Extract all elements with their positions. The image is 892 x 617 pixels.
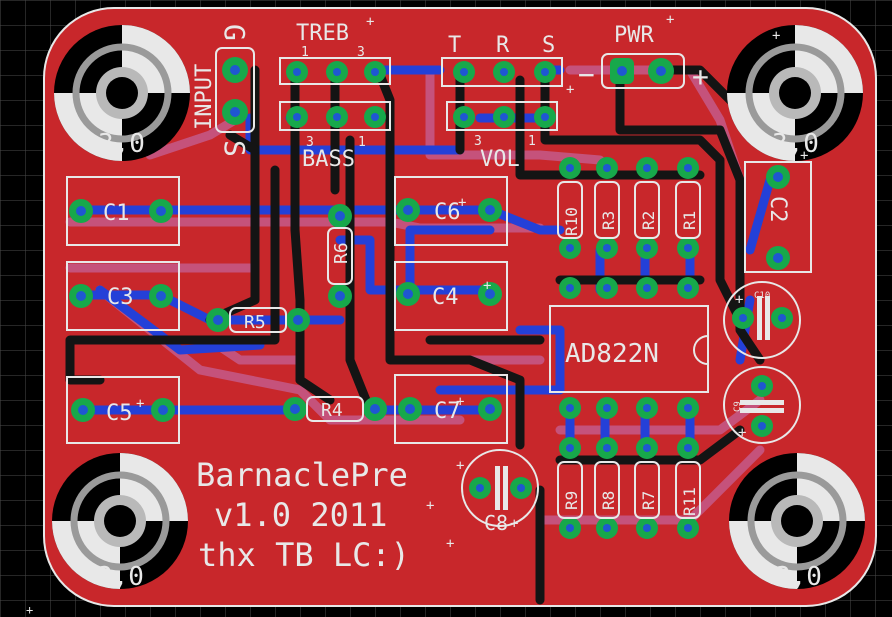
pin-number: 1: [358, 135, 366, 150]
board-thanks: thx TB LC:): [198, 536, 410, 574]
svg-text:+: +: [735, 292, 743, 308]
ic-label: AD822N: [565, 339, 659, 369]
svg-text:+: +: [483, 278, 491, 294]
capacitor-c8[interactable]: C8 +: [461, 449, 539, 535]
mounting-hole-br: 3,0: [729, 453, 865, 592]
volume-pot[interactable]: 3 1 VOL +: [446, 82, 574, 172]
component-label: C9: [733, 401, 743, 412]
board-title: BarnaclePre: [196, 456, 408, 494]
svg-text:+: +: [456, 458, 464, 474]
component-label: C3: [107, 285, 134, 310]
component-label: R11: [680, 487, 699, 516]
component-label: C2: [765, 196, 790, 223]
svg-text:+: +: [26, 603, 33, 617]
bass-pot[interactable]: 3 1 BASS: [279, 101, 391, 172]
svg-text:+: +: [458, 195, 466, 211]
tip-label: T: [448, 33, 461, 58]
component-label: C10: [754, 291, 770, 301]
resistor-r8[interactable]: R8: [594, 437, 620, 539]
pin-number: 3: [306, 135, 314, 150]
svg-text:+: +: [666, 12, 674, 28]
pin-number: 1: [528, 134, 536, 149]
hole-label: 3,0: [98, 129, 145, 159]
capacitor-c6[interactable]: C6 +: [394, 176, 508, 246]
mounting-hole-tl: 3,0: [54, 25, 190, 161]
svg-text:+: +: [456, 394, 464, 410]
svg-text:+: +: [738, 425, 746, 441]
output-jack[interactable]: T R S: [441, 33, 563, 87]
power-minus-label: −: [578, 58, 595, 91]
component-label: C1: [103, 201, 130, 226]
component-label: C7: [434, 399, 461, 424]
resistor-r9[interactable]: R9: [557, 437, 583, 539]
hole-label: 3,0: [97, 562, 144, 592]
ground-pin-label: G: [218, 24, 251, 41]
capacitor-c4[interactable]: C4 +: [394, 261, 508, 331]
component-label: R3: [599, 211, 618, 230]
capacitor-c10[interactable]: C10 +: [723, 281, 801, 359]
pin-number: 3: [357, 45, 365, 60]
svg-text:+: +: [800, 148, 808, 164]
component-label: R4: [321, 400, 343, 421]
component-label: C6: [434, 200, 461, 225]
resistor-r1[interactable]: R1: [675, 157, 701, 259]
power-label: PWR: [614, 23, 654, 48]
svg-text:+: +: [426, 498, 434, 514]
component-label: C5: [106, 401, 133, 426]
capacitor-c1[interactable]: C1: [66, 176, 180, 246]
component-label: R10: [562, 207, 581, 236]
svg-text:+: +: [510, 516, 518, 532]
svg-text:+: +: [772, 28, 780, 44]
svg-text:+: +: [136, 396, 144, 412]
capacitor-c9[interactable]: C9 +: [723, 366, 801, 444]
pin-number: 3: [474, 134, 482, 149]
component-label: R2: [639, 211, 658, 230]
svg-text:+: +: [566, 82, 574, 98]
mounting-hole-bl: 3,0: [52, 453, 188, 592]
ring-label: R: [496, 33, 510, 58]
component-label: R1: [680, 211, 699, 230]
resistor-r3[interactable]: R3: [594, 157, 620, 259]
resistor-r11[interactable]: R11: [675, 437, 701, 539]
component-label: C8: [484, 511, 508, 535]
input-label: INPUT: [192, 64, 217, 130]
component-label: R9: [562, 491, 581, 510]
resistor-r5[interactable]: R5: [206, 307, 310, 333]
bass-label: BASS: [302, 147, 355, 172]
signal-pin-label: S: [218, 140, 251, 157]
sleeve-label: S: [542, 33, 555, 58]
treble-pot[interactable]: TREB 1 3 +: [279, 14, 391, 85]
component-label: R8: [599, 491, 618, 510]
board-version: v1.0 2011: [214, 496, 387, 534]
capacitor-c7[interactable]: C7 +: [394, 374, 508, 444]
hole-label: 3,0: [772, 129, 819, 159]
component-label: R6: [331, 242, 352, 264]
input-connector[interactable]: INPUT G S: [192, 24, 255, 157]
component-label: R7: [639, 491, 658, 510]
resistor-r7[interactable]: R7: [634, 437, 660, 539]
capacitor-c5[interactable]: C5 +: [66, 376, 180, 444]
treble-label: TREB: [296, 21, 349, 46]
resistor-r2[interactable]: R2: [634, 157, 660, 259]
svg-text:+: +: [366, 14, 374, 30]
resistor-r4[interactable]: R4: [283, 396, 387, 422]
power-connector[interactable]: PWR + − +: [578, 12, 709, 93]
volume-label: VOL: [480, 147, 520, 172]
component-label: R5: [244, 312, 266, 333]
top-layer-traces: [65, 65, 765, 605]
resistor-r6[interactable]: R6: [327, 204, 353, 308]
pin-number: 1: [301, 45, 309, 60]
svg-text:+: +: [446, 536, 454, 552]
component-label: C4: [432, 285, 459, 310]
hole-label: 3,0: [775, 562, 822, 592]
capacitor-c3[interactable]: C3: [66, 261, 180, 331]
ic-ad822n[interactable]: AD822N: [549, 277, 709, 419]
power-plus-label: +: [692, 60, 709, 93]
resistor-r10[interactable]: R10: [557, 157, 583, 259]
capacitor-c2[interactable]: C2: [744, 161, 812, 273]
mounting-hole-tr: 3,0: [727, 25, 863, 161]
